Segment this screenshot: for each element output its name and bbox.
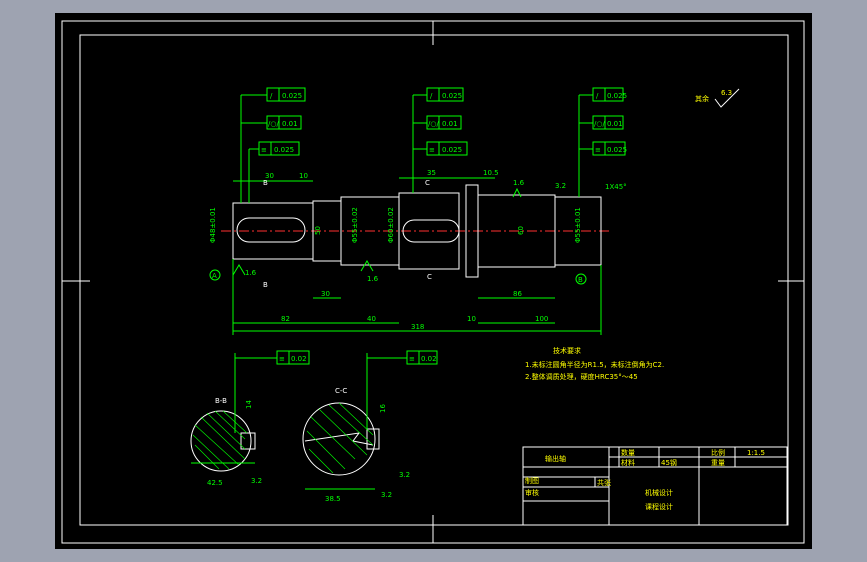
- dim-dia4: Φ60±0.02: [387, 207, 395, 243]
- dim-dia1: Φ48±0.01: [209, 207, 217, 243]
- tol-sec2-val: 0.02: [421, 355, 437, 363]
- roughness-other-mark: [714, 88, 740, 108]
- section-cc: [302, 350, 438, 490]
- roughness-r2: 1.6: [367, 275, 379, 283]
- tol-mid-cyl-sym: /○/: [428, 120, 439, 128]
- tol-left-cyl-val: 0.01: [282, 120, 298, 128]
- tb-scale-value: 1:1.5: [747, 449, 765, 457]
- dim-d5: 1X45°: [605, 183, 627, 191]
- datum-b-circle: [575, 273, 587, 285]
- tolerance-group-left: [240, 87, 306, 203]
- tol-sec1-sym: ≡: [279, 355, 285, 363]
- dim-d7: 40: [367, 315, 376, 323]
- dim-d2: 10: [299, 172, 308, 180]
- section-label-b2: B: [263, 281, 268, 289]
- tol-left-sym-sym: ≡: [261, 146, 267, 154]
- dim-d4: 10.5: [483, 169, 499, 177]
- notes-line-2: 2.整体调质处理，硬度HRC35°～45: [525, 372, 638, 381]
- tol-right-sym-sym: ≡: [595, 146, 601, 154]
- section-label-b1: B: [263, 179, 268, 187]
- dim-dia6: Φ55±0.01: [574, 207, 582, 243]
- tol-sec2-sym: ≡: [409, 355, 415, 363]
- section-bb-r: 3.2: [251, 477, 262, 485]
- shaft-main-view: [221, 184, 610, 278]
- roughness-mark-2: [360, 260, 374, 272]
- dimension-lines: [232, 177, 602, 335]
- roughness-r4: 3.2: [555, 182, 566, 190]
- datum-a-circle: [209, 269, 221, 281]
- tolerance-group-mid: [412, 87, 468, 193]
- tol-left-sym-val: 0.025: [274, 146, 294, 154]
- section-cc-r: 3.2: [399, 471, 410, 479]
- dim-d8: 10: [467, 315, 476, 323]
- tol-sec1-val: 0.02: [291, 355, 307, 363]
- dim-dia5: 60: [517, 226, 525, 235]
- tolerance-group-right: [578, 87, 626, 197]
- tol-left-runout-sym: /: [270, 92, 273, 100]
- section-label-c: C: [425, 179, 430, 187]
- tol-right-sym-val: 0.025: [607, 146, 627, 154]
- roughness-mark-1: [232, 264, 246, 276]
- tol-right-runout-sym: /: [596, 92, 599, 100]
- tb-check-label: 审核: [525, 488, 539, 497]
- section-label-c2: C: [427, 273, 432, 281]
- section-cc-r2: 3.2: [381, 491, 392, 499]
- datum-b-label: B: [578, 276, 583, 284]
- section-bb-dim: 42.5: [207, 479, 223, 487]
- tol-right-cyl-sym: /○/: [594, 120, 605, 128]
- sheet-border: [61, 20, 805, 544]
- engineering-drawing: 30 10 35 10.5 1X45° 82 40 10 100 318 30 …: [61, 20, 805, 544]
- tb-qty-label: 数量: [621, 448, 635, 457]
- tb-material-value: 45钢: [661, 458, 677, 467]
- section-cc-label: C-C: [335, 387, 347, 395]
- dim-d10: 318: [411, 323, 424, 331]
- tol-left-cyl-sym: /○/: [268, 120, 279, 128]
- keyway-1: [236, 217, 306, 243]
- tb-part-name: 输出轴: [545, 454, 566, 463]
- tol-right-runout-val: 0.025: [607, 92, 627, 100]
- tol-left-runout-val: 0.025: [282, 92, 302, 100]
- tb-unit-line-2: 课程设计: [645, 502, 673, 511]
- tol-mid-runout-sym: /: [430, 92, 433, 100]
- datum-a-label: A: [212, 272, 217, 280]
- tol-mid-sym-val: 0.025: [442, 146, 462, 154]
- section-cc-width: 16: [379, 404, 387, 413]
- tol-mid-cyl-val: 0.01: [442, 120, 458, 128]
- dim-dia3: Φ55±0.02: [351, 207, 359, 243]
- tol-right-cyl-val: 0.01: [607, 120, 623, 128]
- title-block: [522, 446, 788, 526]
- notes-title: 技术要求: [553, 346, 581, 355]
- tb-scale-label: 比例: [711, 448, 725, 457]
- dim-d3: 35: [427, 169, 436, 177]
- dim-d1: 30: [265, 172, 274, 180]
- section-bb-label: B-B: [215, 397, 227, 405]
- roughness-r1: 1.6: [245, 269, 257, 277]
- dim-d12: 86: [513, 290, 522, 298]
- dim-d9: 100: [535, 315, 548, 323]
- tb-unit-line-1: 机械设计: [645, 488, 673, 497]
- drawing-frame: [79, 34, 789, 526]
- section-bb: [190, 350, 310, 472]
- tol-mid-sym-sym: ≡: [429, 146, 435, 154]
- tb-sheet-label: 共张: [597, 478, 611, 487]
- dim-d6: 82: [281, 315, 290, 323]
- tb-drawn-label: 制图: [525, 476, 539, 485]
- tb-weight-label: 重量: [711, 459, 725, 467]
- notes-line-1: 1.未标注圆角半径为R1.5，未标注倒角为C2.: [525, 360, 664, 369]
- drawing-canvas: 30 10 35 10.5 1X45° 82 40 10 100 318 30 …: [55, 13, 812, 549]
- keyway-2: [402, 219, 460, 243]
- dim-dia2: 50: [314, 226, 322, 235]
- roughness-other-label: 其余: [695, 94, 709, 103]
- tb-material-label: 材料: [621, 458, 635, 467]
- dim-d11: 30: [321, 290, 330, 298]
- section-cc-dim: 38.5: [325, 495, 341, 503]
- tol-mid-runout-val: 0.025: [442, 92, 462, 100]
- roughness-r3: 1.6: [513, 179, 525, 187]
- section-bb-width: 14: [245, 400, 253, 409]
- roughness-other-value: 6.3: [721, 89, 732, 97]
- roughness-mark-3: [512, 187, 522, 198]
